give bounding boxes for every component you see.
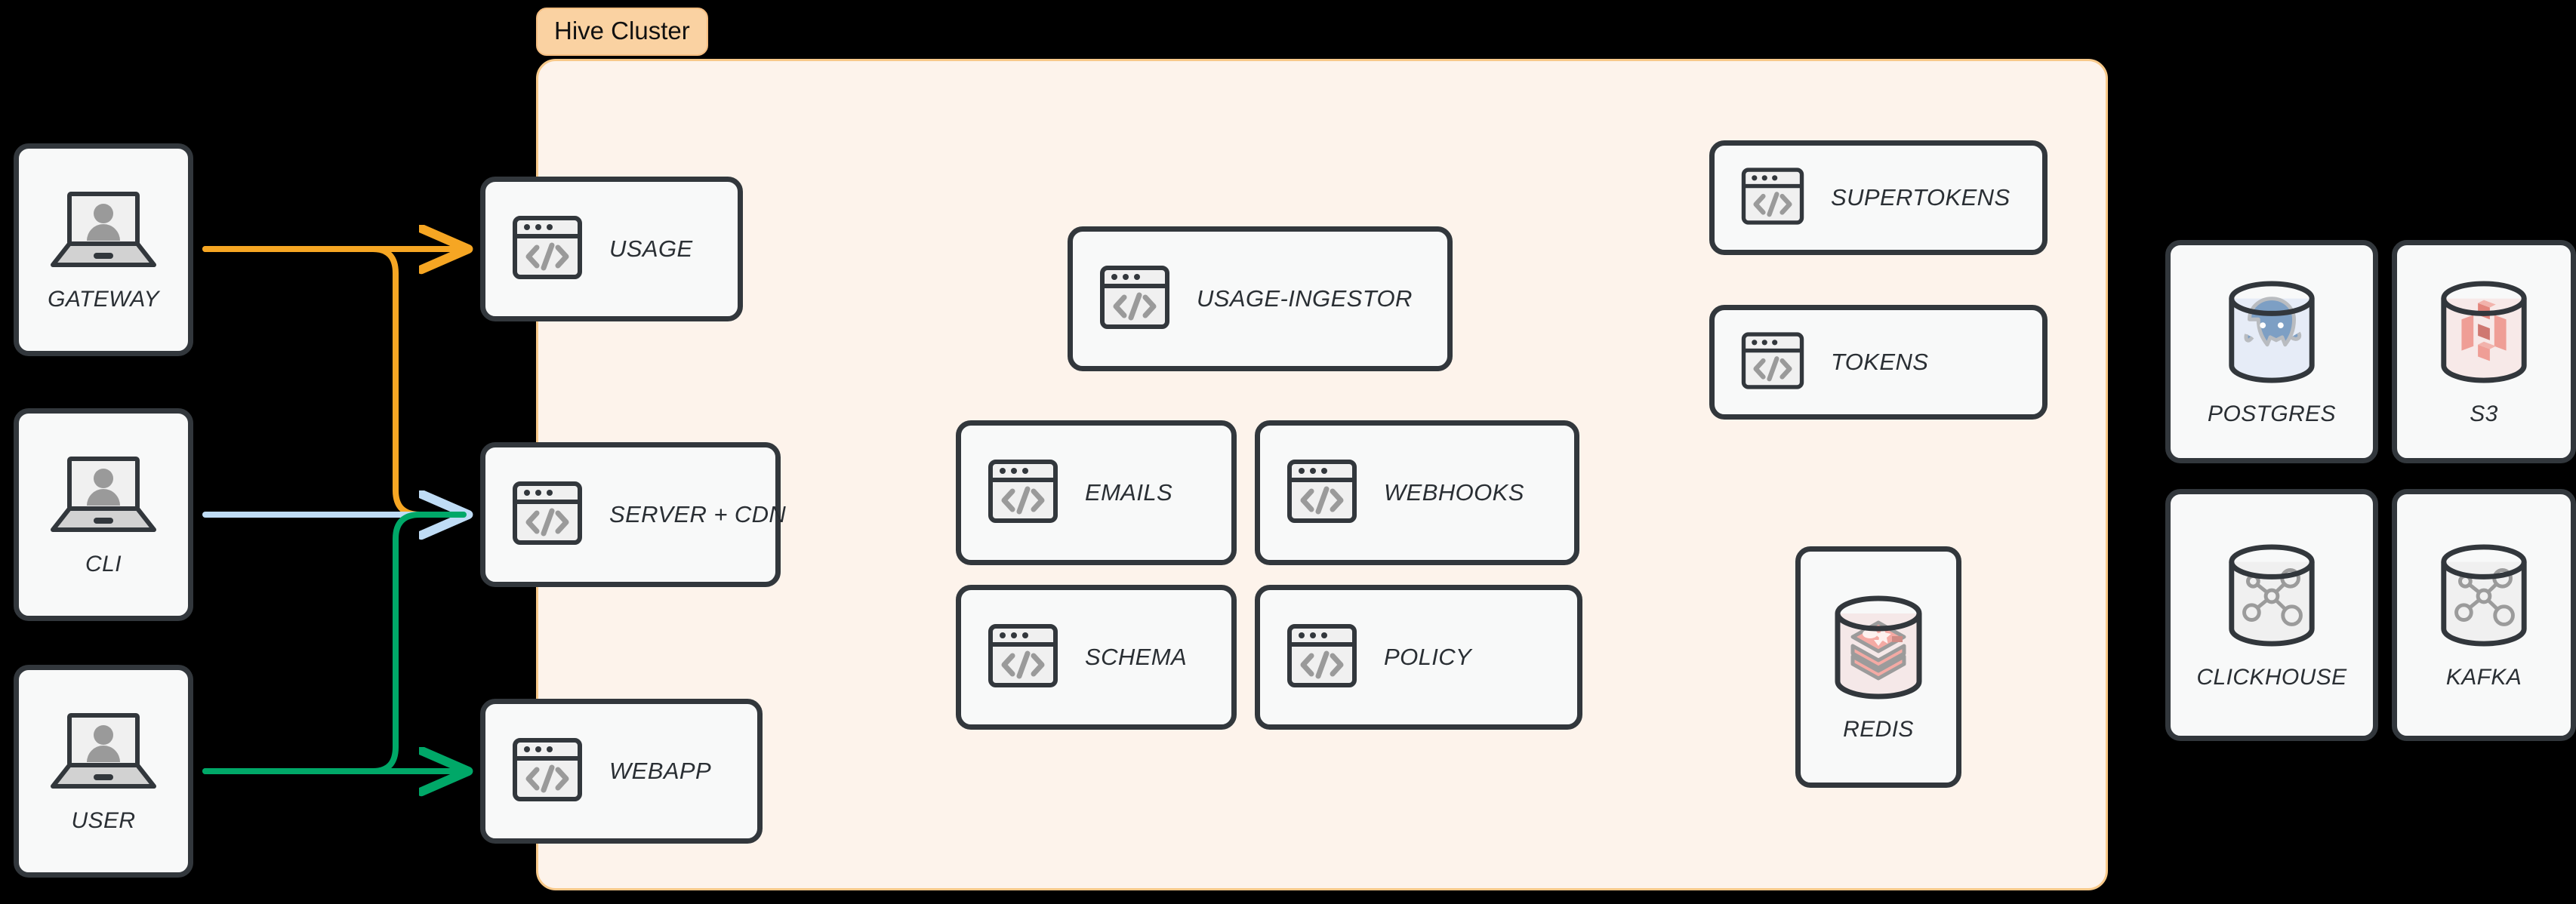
- service-label: WEBAPP: [609, 758, 712, 784]
- datastore-label: S3: [2470, 401, 2498, 426]
- redis-database-icon: [1827, 592, 1930, 706]
- service-card-webapp[interactable]: WEBAPP: [480, 699, 763, 844]
- wire-user-to-server-cdn: [202, 512, 467, 774]
- code-window-icon: [1286, 620, 1358, 696]
- client-label: CLI: [85, 551, 122, 577]
- service-label: SCHEMA: [1085, 644, 1188, 670]
- laptop-user-icon: [47, 453, 160, 541]
- graph-database-icon: [2221, 540, 2322, 654]
- datastore-label: KAFKA: [2445, 664, 2522, 690]
- service-label: POLICY: [1384, 644, 1472, 670]
- client-label: USER: [71, 807, 136, 833]
- service-label: EMAILS: [1085, 479, 1173, 506]
- code-window-icon: [511, 211, 584, 287]
- service-label: SUPERTOKENS: [1831, 184, 2011, 211]
- code-window-icon: [1740, 164, 1805, 232]
- client-card-gateway[interactable]: GATEWAY: [14, 143, 193, 356]
- service-card-tokens[interactable]: TOKENS: [1709, 305, 2048, 420]
- datastore-card-s3[interactable]: S3: [2392, 240, 2576, 463]
- service-label: SERVER + CDN: [609, 501, 787, 527]
- service-card-server-cdn[interactable]: SERVER + CDN: [480, 442, 786, 587]
- service-card-usage[interactable]: USAGE: [480, 177, 743, 321]
- client-card-cli[interactable]: CLI: [14, 408, 193, 621]
- wire-gateway-to-server-cdn: [202, 246, 467, 518]
- service-card-usage-ingestor[interactable]: USAGE-INGESTOR: [1068, 226, 1453, 371]
- datastore-card-redis[interactable]: REDIS: [1795, 546, 1961, 788]
- code-window-icon: [1740, 328, 1805, 397]
- laptop-user-icon: [47, 188, 160, 276]
- service-label: WEBHOOKS: [1384, 479, 1524, 506]
- datastore-card-kafka[interactable]: KAFKA: [2392, 489, 2576, 741]
- service-card-emails[interactable]: EMAILS: [956, 420, 1237, 565]
- service-card-webhooks[interactable]: WEBHOOKS: [1255, 420, 1579, 565]
- service-label: TOKENS: [1831, 349, 1929, 375]
- service-card-policy[interactable]: POLICY: [1255, 585, 1582, 730]
- datastore-label: CLICKHOUSE: [2196, 664, 2347, 690]
- client-card-user[interactable]: USER: [14, 665, 193, 878]
- hive-cluster-label: Hive Cluster: [536, 8, 708, 56]
- service-label: USAGE-INGESTOR: [1197, 285, 1413, 312]
- client-label: GATEWAY: [48, 286, 159, 312]
- datastore-card-postgres[interactable]: POSTGRES: [2165, 240, 2378, 463]
- service-label: USAGE: [609, 235, 693, 262]
- datastore-label: REDIS: [1843, 716, 1914, 742]
- code-window-icon: [987, 455, 1059, 531]
- postgres-database-icon: [2221, 277, 2322, 391]
- service-card-schema[interactable]: SCHEMA: [956, 585, 1237, 730]
- service-card-supertokens[interactable]: SUPERTOKENS: [1709, 140, 2048, 255]
- laptop-user-icon: [47, 709, 160, 798]
- code-window-icon: [1098, 261, 1171, 337]
- code-window-icon: [511, 477, 584, 553]
- code-window-icon: [511, 733, 584, 810]
- datastore-card-clickhouse[interactable]: CLICKHOUSE: [2165, 489, 2378, 741]
- code-window-icon: [987, 620, 1059, 696]
- datastore-label: POSTGRES: [2208, 401, 2336, 426]
- s3-database-icon: [2433, 277, 2534, 391]
- graph-database-icon: [2433, 540, 2534, 654]
- code-window-icon: [1286, 455, 1358, 531]
